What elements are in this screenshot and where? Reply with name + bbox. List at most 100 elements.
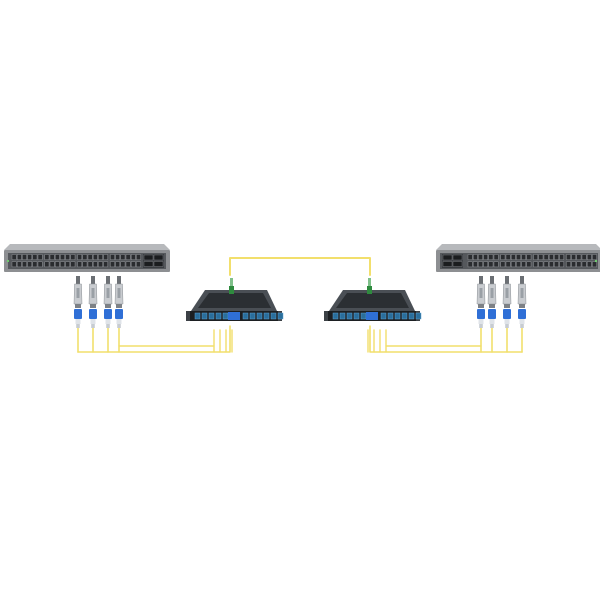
transceiver-latch xyxy=(478,304,484,308)
switch-port xyxy=(467,261,473,268)
lc-boot xyxy=(478,319,484,324)
switch-port xyxy=(22,261,27,268)
cassette-left xyxy=(186,278,284,321)
switch-port xyxy=(110,254,115,260)
patch-bundle-left xyxy=(77,325,231,353)
switch-top xyxy=(436,244,600,250)
transceiver-label xyxy=(479,288,483,298)
patch-bundle-right xyxy=(369,325,523,353)
transceiver-latch xyxy=(90,304,96,308)
lc-connector xyxy=(518,309,526,319)
switch-port xyxy=(49,261,55,268)
transceiver-latch xyxy=(504,304,510,308)
lc-adapter-port xyxy=(380,312,387,320)
sfp-port xyxy=(153,254,164,261)
lc-connector xyxy=(89,309,97,319)
transceiver-latch xyxy=(75,304,81,308)
switch-right xyxy=(436,244,600,272)
switch-port xyxy=(92,261,98,268)
sfp-transceiver xyxy=(487,276,497,328)
switch-port xyxy=(526,261,532,268)
transceiver-latch xyxy=(519,304,525,308)
switch-port xyxy=(571,254,576,260)
transceiver-tab xyxy=(91,276,95,284)
sfp-port xyxy=(442,261,453,267)
lc-adapter-port xyxy=(277,312,284,320)
lc-adapter-port xyxy=(339,312,346,320)
lc-adapter-port xyxy=(222,312,229,320)
lc-adapter-port xyxy=(194,312,201,320)
switch-port xyxy=(32,254,38,260)
switch-port xyxy=(37,254,43,260)
status-led xyxy=(594,259,598,263)
switch-port xyxy=(103,254,108,260)
switch-port xyxy=(521,254,526,260)
lc-boot-tail xyxy=(479,324,483,328)
lc-boot xyxy=(116,319,122,324)
switch-port xyxy=(11,254,17,260)
transceiver-latch xyxy=(116,304,122,308)
lc-adapter-port xyxy=(215,312,222,320)
switch-port xyxy=(130,254,136,260)
sfp-port xyxy=(143,261,154,267)
lc-boot-tail xyxy=(505,324,509,328)
switch-port xyxy=(27,261,33,268)
switch-port xyxy=(581,261,587,268)
switch-port xyxy=(87,254,93,260)
switch-port xyxy=(543,254,549,260)
lc-boot xyxy=(504,319,510,324)
switch-port xyxy=(136,254,141,260)
lc-boot xyxy=(75,319,81,324)
switch-port xyxy=(11,261,17,268)
switch-port xyxy=(27,254,33,260)
switch-port xyxy=(571,261,576,268)
switch-port xyxy=(110,261,115,268)
switch-port xyxy=(32,261,38,268)
switch-port xyxy=(125,254,131,260)
switch-port xyxy=(549,261,554,268)
mtp-adapter xyxy=(367,286,372,294)
lc-connector-plugged xyxy=(366,312,378,320)
switch-port xyxy=(559,261,564,268)
switch-port xyxy=(592,254,597,260)
switch-port xyxy=(587,254,592,260)
switch-port xyxy=(22,254,27,260)
cassette-right xyxy=(324,278,422,321)
sfp-port xyxy=(143,254,154,261)
switch-top xyxy=(4,244,170,250)
switch-port xyxy=(92,254,98,260)
lc-adapter-port xyxy=(346,312,353,320)
lc-adapter-port xyxy=(353,312,360,320)
transceiver-tab xyxy=(520,276,524,284)
transceiver-tab xyxy=(76,276,80,284)
lc-adapter-port xyxy=(263,312,270,320)
switch-port xyxy=(120,254,126,260)
transceiver-label xyxy=(490,288,494,298)
lc-boot xyxy=(90,319,96,324)
cassette-top-inner xyxy=(336,293,409,308)
transceiver-label xyxy=(106,288,110,298)
transceiver-label xyxy=(91,288,95,298)
lc-connector xyxy=(488,309,496,319)
switch-port xyxy=(488,254,494,260)
sfp-port xyxy=(452,254,463,261)
lc-connector xyxy=(74,309,82,319)
switch-port xyxy=(516,254,521,260)
switch-port xyxy=(533,261,538,268)
transceivers xyxy=(73,276,527,328)
switch-port xyxy=(500,261,506,268)
transceiver-tab xyxy=(505,276,509,284)
lc-boot-tail xyxy=(117,324,121,328)
switch-port xyxy=(55,261,60,268)
switch-port xyxy=(77,261,82,268)
transceiver-label xyxy=(505,288,509,298)
switch-port xyxy=(467,254,473,260)
transceiver-tab xyxy=(117,276,121,284)
switch-port xyxy=(473,261,478,268)
lc-adapter-port xyxy=(208,312,215,320)
switch-port xyxy=(478,254,483,260)
sfp-port xyxy=(153,261,164,267)
transceiver-latch xyxy=(489,304,495,308)
lc-boot-tail xyxy=(106,324,110,328)
lc-adapter-port xyxy=(201,312,208,320)
